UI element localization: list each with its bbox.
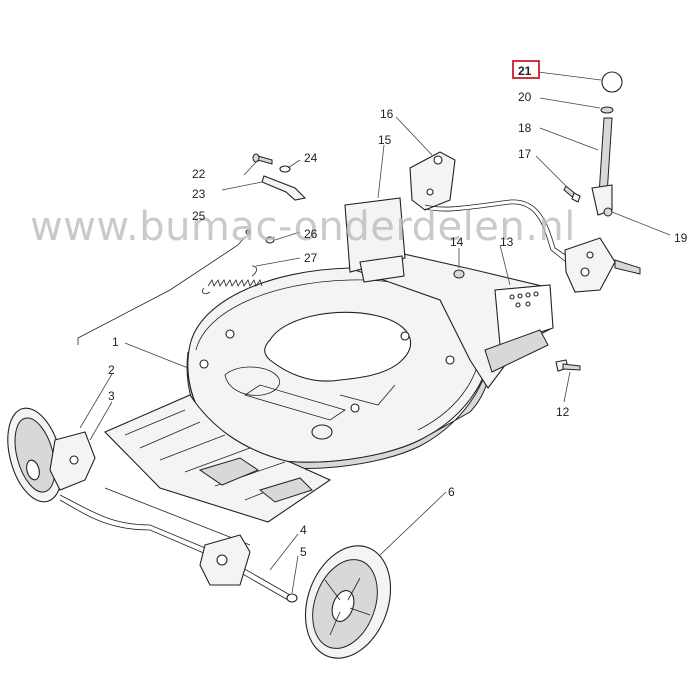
callout-13: 13 <box>500 235 514 249</box>
front-chassis-plate <box>104 394 332 523</box>
washer-5 <box>286 593 298 603</box>
callout-27: 27 <box>304 251 318 265</box>
callout-19: 19 <box>674 231 688 245</box>
callout-26: 26 <box>304 227 318 241</box>
callout-21: 21 <box>518 64 532 78</box>
axle-rod-4 <box>104 487 251 546</box>
front-axle <box>59 494 291 596</box>
rod-25 <box>77 237 245 345</box>
callout-15: 15 <box>378 133 392 147</box>
callout-14: 14 <box>450 235 464 249</box>
rear-bracket <box>353 251 554 389</box>
leader-lines <box>79 71 671 594</box>
screw-22 <box>257 155 273 165</box>
callout-20: 20 <box>518 90 532 104</box>
callout-18: 18 <box>518 121 532 135</box>
rear-wheel-6 <box>304 545 392 659</box>
bolt-12 <box>555 359 581 372</box>
callouts: 1 2 3 4 5 6 12 13 14 15 16 17 18 19 20 2… <box>108 60 688 559</box>
nut-14 <box>453 269 465 279</box>
callout-22: 22 <box>192 167 206 181</box>
callout-23: 23 <box>192 187 206 201</box>
mower-deck <box>186 267 492 469</box>
callout-16: 16 <box>380 107 394 121</box>
washer-26 <box>265 236 275 244</box>
wheel-bracket-3 <box>49 431 96 491</box>
washer-24 <box>279 165 291 173</box>
callout-17: 17 <box>518 147 532 161</box>
left-side-plate <box>344 197 406 283</box>
washer-20 <box>600 106 614 114</box>
bolt-17 <box>563 185 581 203</box>
watermark: www.bumac-onderdelen.nl <box>30 204 576 250</box>
callout-1: 1 <box>112 335 119 349</box>
callout-12: 12 <box>556 405 570 419</box>
lever-knob-21 <box>601 71 623 93</box>
callout-6: 6 <box>448 485 455 499</box>
rear-left-bracket <box>199 534 298 603</box>
front-wheel-2 <box>7 407 63 503</box>
spring-27 <box>202 265 263 295</box>
callout-2: 2 <box>108 363 115 377</box>
callout-4: 4 <box>300 523 307 537</box>
callout-25: 25 <box>192 209 206 223</box>
callout-24: 24 <box>304 151 318 165</box>
highlight-box-21 <box>512 60 540 79</box>
callout-3: 3 <box>108 389 115 403</box>
height-lever-assembly <box>564 117 641 293</box>
clip-23 <box>261 175 307 201</box>
callout-5: 5 <box>300 545 307 559</box>
height-bracket-16 <box>409 151 456 211</box>
